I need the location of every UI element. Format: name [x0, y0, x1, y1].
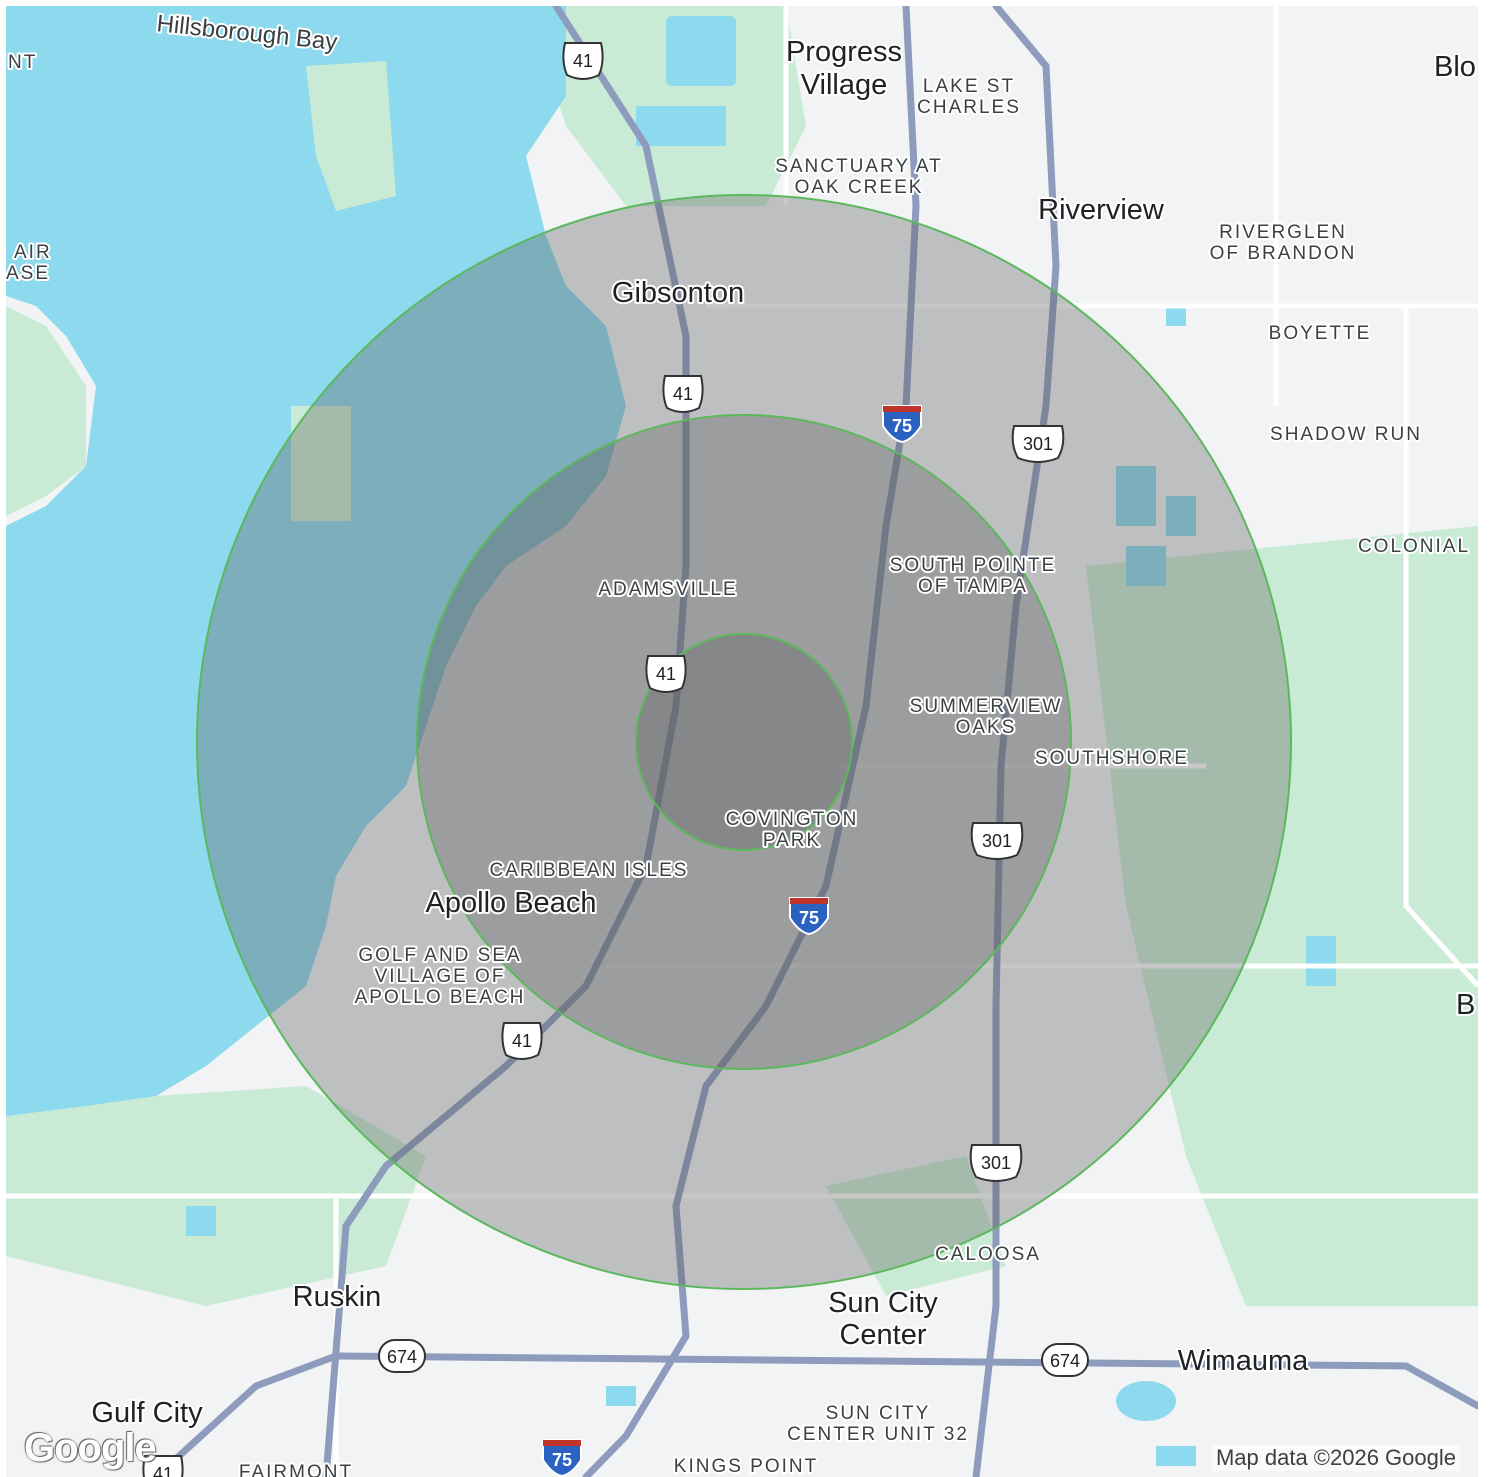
- svg-text:75: 75: [799, 908, 819, 928]
- label-caribbean-isles: CARIBBEAN ISLES: [490, 860, 689, 881]
- highways: [152, 6, 1478, 1477]
- svg-text:41: 41: [573, 51, 593, 71]
- label-riverview: Riverview: [1038, 194, 1165, 226]
- i-75-shield: 75: [882, 405, 922, 444]
- label-covington-1: COVINGTON: [726, 809, 859, 830]
- label-kings-point: KINGS POINT: [674, 1456, 818, 1477]
- svg-text:75: 75: [552, 1450, 572, 1470]
- svg-text:41: 41: [153, 1464, 173, 1477]
- label-caloosa: CALOOSA: [935, 1244, 1041, 1265]
- sr-674-shield: 674: [378, 1339, 426, 1373]
- svg-text:301: 301: [1023, 434, 1053, 454]
- map-attribution[interactable]: Map data ©2026 Google: [1211, 1445, 1460, 1471]
- place-labels: Hillsborough Bay Progress Village LAKE S…: [6, 8, 1478, 1477]
- label-wimauma: Wimauma: [1178, 1345, 1309, 1377]
- google-logo: Google: [24, 1426, 157, 1470]
- label-golf-sea-2: VILLAGE OF: [375, 966, 506, 987]
- us-41-shield: 41: [501, 1022, 543, 1060]
- svg-text:41: 41: [656, 664, 676, 684]
- label-south-pointe-1: SOUTH POINTE: [890, 555, 1057, 576]
- label-colonial: COLONIAL: [1358, 536, 1470, 557]
- map-canvas[interactable]: Hillsborough Bay Progress Village LAKE S…: [6, 6, 1478, 1477]
- label-southshore: SOUTHSHORE: [1035, 748, 1189, 769]
- island-park: [306, 61, 396, 211]
- us-41-shield: 41: [662, 375, 704, 413]
- us-41-shield: 41: [142, 1455, 184, 1477]
- us-41-shield: 41: [645, 655, 687, 693]
- label-lake-st-charles-2: CHARLES: [917, 97, 1021, 118]
- outer-radius-ring[interactable]: [196, 194, 1292, 1290]
- label-progress-village-2: Village: [801, 69, 888, 101]
- island-park-2: [291, 406, 351, 521]
- label-golf-sea-3: APOLLO BEACH: [355, 987, 526, 1008]
- label-edge-blo: Blo: [1434, 51, 1476, 83]
- label-boyette: BOYETTE: [1269, 323, 1372, 344]
- lakes: [186, 16, 1336, 1466]
- label-south-pointe-2: OF TAMPA: [918, 576, 1028, 597]
- label-sun-city-2: Center: [839, 1319, 926, 1351]
- label-shadow-run: SHADOW RUN: [1270, 424, 1422, 445]
- route-shields: 41 41 41 41 41 75 75: [142, 42, 1089, 1477]
- peninsula-park: [6, 306, 86, 516]
- label-sun-city-unit-1: SUN CITY: [826, 1403, 931, 1424]
- i-75-shield: 75: [789, 897, 829, 936]
- label-fairmont: FAIRMONT: [239, 1462, 353, 1477]
- label-sun-city-unit-2: CENTER UNIT 32: [787, 1424, 969, 1445]
- label-progress-village-1: Progress: [786, 36, 902, 68]
- label-ruskin: Ruskin: [293, 1281, 382, 1313]
- label-sun-city-1: Sun City: [828, 1287, 938, 1319]
- svg-text:75: 75: [892, 416, 912, 436]
- us-301-shield: 301: [970, 822, 1024, 860]
- label-summerview-2: OAKS: [956, 717, 1017, 738]
- label-edge-ase: ASE: [6, 263, 50, 284]
- us-301-shield: 301: [969, 1144, 1023, 1182]
- svg-text:301: 301: [981, 1153, 1011, 1173]
- bay-water: [6, 6, 626, 1116]
- svg-text:674: 674: [387, 1347, 417, 1367]
- label-sanctuary-2: OAK CREEK: [795, 177, 924, 198]
- us-301-shield: 301: [1011, 425, 1065, 463]
- svg-text:301: 301: [982, 831, 1012, 851]
- label-riverglen-1: RIVERGLEN: [1219, 222, 1347, 243]
- sr-674-shield: 674: [1041, 1343, 1089, 1377]
- radius-rings: [196, 194, 1292, 1290]
- label-edge-air: AIR: [14, 242, 52, 263]
- svg-text:674: 674: [1050, 1351, 1080, 1371]
- label-edge-nt: NT: [8, 52, 37, 73]
- inner-radius-ring[interactable]: [635, 633, 853, 851]
- label-golf-sea-1: GOLF AND SEA: [358, 945, 521, 966]
- label-edge-b: B: [1456, 989, 1475, 1021]
- label-adamsville: ADAMSVILLE: [598, 579, 737, 600]
- label-lake-st-charles-1: LAKE ST: [923, 76, 1015, 97]
- label-summerview-1: SUMMERVIEW: [910, 696, 1063, 717]
- svg-text:41: 41: [512, 1031, 532, 1051]
- label-gibsonton: Gibsonton: [612, 277, 744, 309]
- map-svg[interactable]: Hillsborough Bay Progress Village LAKE S…: [6, 6, 1478, 1477]
- us-41-shield: 41: [562, 42, 604, 80]
- label-sanctuary-1: SANCTUARY AT: [775, 156, 943, 177]
- label-covington-2: PARK: [763, 830, 821, 851]
- svg-text:41: 41: [673, 384, 693, 404]
- minor-roads: [6, 6, 1478, 1477]
- i-75-shield: 75: [542, 1439, 582, 1477]
- label-apollo-beach: Apollo Beach: [426, 887, 597, 919]
- label-riverglen-2: OF BRANDON: [1210, 243, 1357, 264]
- middle-radius-ring[interactable]: [416, 414, 1072, 1070]
- label-gulf-city: Gulf City: [91, 1397, 203, 1429]
